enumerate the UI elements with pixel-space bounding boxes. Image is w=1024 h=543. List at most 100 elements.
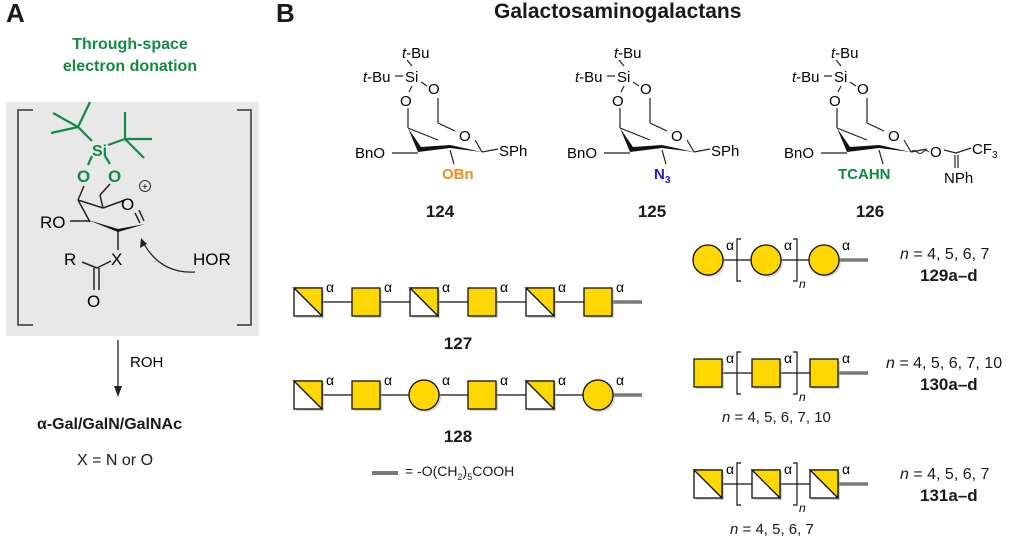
galnac-half-fill <box>292 380 323 411</box>
series-130-n: n = 4, 5, 6, 7, 10 <box>886 355 1003 372</box>
reagent-label: ROH <box>130 354 163 371</box>
alpha-linkage-label: α <box>842 350 850 366</box>
bond <box>649 122 668 132</box>
alpha-linkage-label: α <box>616 279 624 295</box>
repeat-bracket-left <box>736 351 741 395</box>
c2-substituent: TCAHN <box>838 166 891 183</box>
galnac-half-fill <box>524 287 555 318</box>
repeat-n-subscript: n <box>799 277 806 291</box>
compound-126: 126 <box>855 202 885 221</box>
o-label: O <box>857 81 869 98</box>
ring-oxygen: O <box>888 128 900 145</box>
galnac-half-fill <box>524 380 555 411</box>
galn-square-icon <box>809 358 839 388</box>
bond <box>686 139 695 153</box>
series-130-n-below: n = 4, 5, 6, 7, 10 <box>722 409 831 426</box>
alpha-linkage-label: α <box>442 279 450 295</box>
alpha-linkage-label: α <box>442 372 450 388</box>
bond <box>632 81 640 87</box>
condition-label: X = N or O <box>77 452 154 469</box>
wedge-bond <box>620 128 694 152</box>
repeat-bracket-left <box>736 238 741 282</box>
series-129-n: n = 4, 5, 6, 7 <box>900 246 990 263</box>
bond <box>903 139 912 153</box>
wavy-bond-icon <box>910 150 930 154</box>
bond <box>837 85 842 93</box>
gal-circle-icon <box>692 244 724 276</box>
bno-label: BnO <box>567 145 597 162</box>
panel-a-label: A <box>6 0 25 28</box>
linker-legend-text: = -O(CH2)5COOH <box>405 463 515 482</box>
bond <box>408 85 413 93</box>
compound-124: 124 <box>425 202 455 221</box>
attack-arrow-icon <box>142 241 196 273</box>
bond <box>406 59 413 67</box>
alpha-linkage-label: α <box>500 279 508 295</box>
panel-a-heading: Through-space electron donation <box>30 34 230 78</box>
alpha-linkage-label: α <box>784 237 792 253</box>
si-label: Si <box>617 69 630 86</box>
bond <box>835 59 842 67</box>
series-131-n-below: n = 4, 5, 6, 7 <box>730 521 814 538</box>
anomeric-oxygen: O <box>930 144 942 161</box>
alpha-linkage-label: α <box>384 372 392 388</box>
r-group: R <box>64 250 76 269</box>
bond <box>849 81 857 87</box>
alpha-linkage-label: α <box>326 279 334 295</box>
compound-125: 125 <box>637 202 667 221</box>
series-131-n: n = 4, 5, 6, 7 <box>900 466 990 483</box>
alpha-linkage-label: α <box>558 279 566 295</box>
galnac-half-fill <box>408 287 439 318</box>
compound-131: 131a–d <box>920 486 978 505</box>
galn-square-icon <box>351 287 381 317</box>
bno-label: BnO <box>784 145 814 162</box>
carbonyl-oxygen: O <box>87 292 100 311</box>
product-label: α-Gal/GalN/GalNAc <box>37 416 182 433</box>
panel-b-label: B <box>276 0 295 28</box>
tbu-left-label: t-Bu <box>363 69 391 86</box>
bond <box>878 149 884 165</box>
repeat-bracket-right <box>793 351 798 395</box>
alpha-linkage-label: α <box>842 461 850 477</box>
repeat-n-subscript: n <box>799 501 806 515</box>
nph-label: NPh <box>944 170 973 187</box>
bond <box>420 81 428 87</box>
bond <box>620 85 625 93</box>
x-atom: X <box>111 250 122 269</box>
gal-circle-icon <box>582 379 614 411</box>
right-bracket <box>237 109 252 326</box>
o-label: O <box>400 93 412 110</box>
galn-square-icon <box>693 358 723 388</box>
leaving-group: SPh <box>499 143 527 160</box>
wedge-bond <box>837 128 911 152</box>
di-tert-butyl-silylene <box>50 101 152 166</box>
bond <box>910 148 928 153</box>
bno-label: BnO <box>355 145 385 162</box>
repeat-bracket-right <box>793 238 798 282</box>
galnac-half-fill <box>808 469 839 500</box>
cf3-label: CF3 <box>972 141 998 161</box>
repeat-n-subscript: n <box>799 390 806 404</box>
nucleophile-label: HOR <box>193 250 231 269</box>
bond <box>618 59 625 67</box>
ring-oxygen: O <box>459 128 471 145</box>
bond <box>449 149 455 165</box>
bond <box>661 149 667 165</box>
alpha-linkage-label: α <box>842 237 850 253</box>
leaving-group: SPh <box>711 143 739 160</box>
gal-circle-icon <box>408 379 440 411</box>
alpha-linkage-label: α <box>784 350 792 366</box>
c2-substituent: OBn <box>442 166 474 183</box>
arrow-head-icon <box>114 386 122 397</box>
oxocarbenium-ring <box>70 183 145 290</box>
compound-130: 130a–d <box>920 375 978 394</box>
alpha-linkage-label: α <box>726 350 734 366</box>
galnac-half-fill <box>292 287 323 318</box>
o-label: O <box>829 93 841 110</box>
